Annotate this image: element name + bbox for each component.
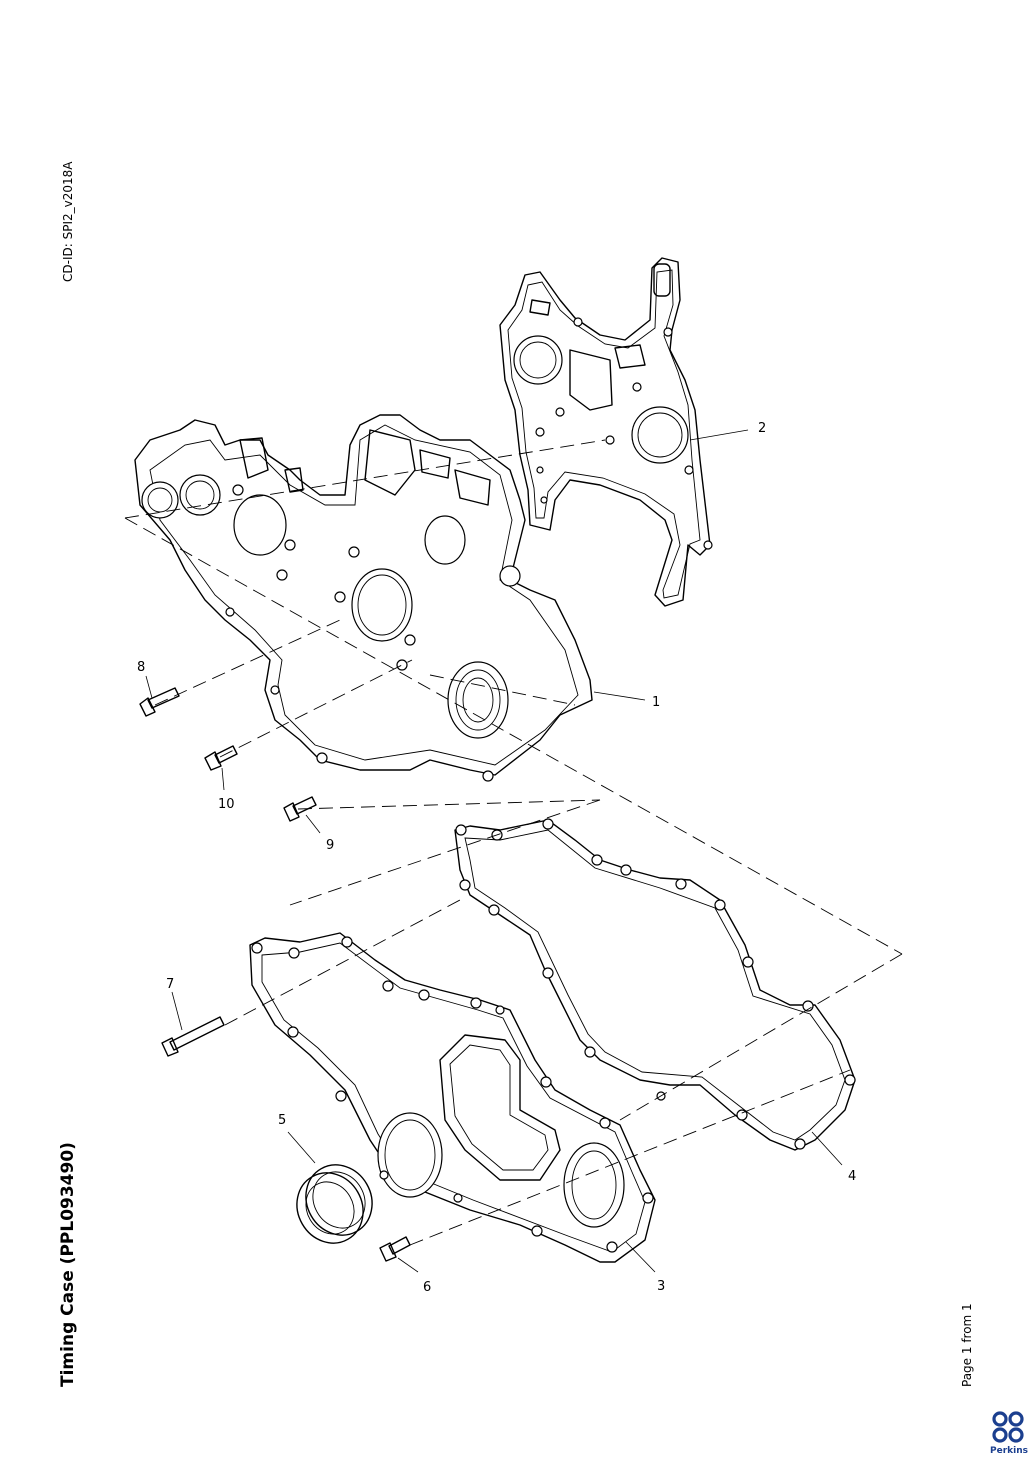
callout-5: 5 [278,1113,286,1128]
brand-label: Perkins [990,1446,1028,1456]
part-3-timing-cover [249,932,656,1263]
part-5-seal [296,1164,373,1244]
callout-6: 6 [423,1280,431,1295]
leader-lines [145,429,843,1273]
bolt-7 [161,1016,225,1057]
perkins-logo-icon [992,1411,1024,1443]
part-1-timing-case [134,414,593,782]
bolt-9 [283,796,317,822]
callout-2: 2 [758,421,766,436]
callout-3: 3 [657,1279,665,1294]
callout-10: 10 [218,797,235,812]
assembly-lines [124,439,903,1246]
callout-9: 9 [326,838,334,853]
part-2-gasket [499,257,713,607]
bolt-10 [204,745,238,771]
callout-8: 8 [137,660,145,675]
bolt-6 [379,1236,411,1262]
callout-1: 1 [652,695,660,710]
part-4-cover-gasket [454,818,856,1151]
callout-4: 4 [848,1169,856,1184]
callout-7: 7 [166,977,174,992]
bolt-8 [139,687,180,717]
